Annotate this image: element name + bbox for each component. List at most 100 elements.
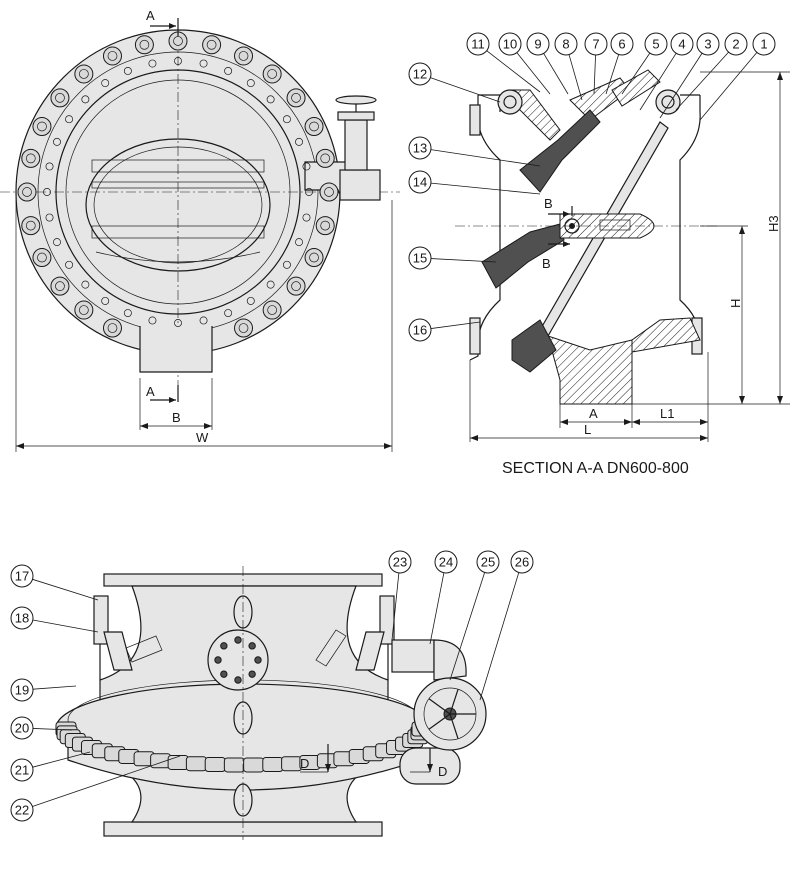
callout-2: 2	[675, 32, 748, 111]
flange-hole	[302, 162, 311, 171]
flange-hole	[148, 59, 157, 68]
flange-hole	[246, 79, 255, 88]
flange-hole	[174, 319, 182, 327]
section-dim-b-top: B	[544, 196, 553, 211]
flange-hole	[81, 95, 90, 104]
flange-bolt	[319, 182, 339, 202]
callout-number: 15	[413, 251, 427, 266]
section-dim-h: H	[728, 299, 743, 308]
callout-number: 21	[15, 763, 29, 778]
flange-hole	[305, 188, 313, 196]
section-view: B B H3 H A L1 L SECTION A-A DN600-800	[455, 69, 790, 477]
flange-hole	[295, 137, 303, 146]
flange-holes	[43, 57, 313, 327]
lifting-lug-right	[655, 89, 681, 115]
callout-26: 26	[479, 550, 534, 701]
cover-bolt	[185, 756, 207, 772]
flange-bolt	[21, 148, 41, 168]
flange-hole	[148, 316, 157, 325]
callout-19: 19	[10, 678, 77, 702]
flange-bolt	[102, 46, 122, 66]
callout-number: 24	[439, 555, 453, 570]
flange-hole	[45, 213, 54, 222]
callout-5: 5	[621, 32, 668, 95]
flange-bolt	[315, 216, 335, 236]
body-section-lower	[547, 335, 633, 405]
flange-bolt	[304, 116, 324, 136]
flange-hole	[101, 79, 110, 88]
flange-hole	[81, 280, 90, 289]
flange-bolt	[202, 35, 222, 55]
flange-bolt	[304, 248, 324, 268]
front-dim-w: W	[196, 430, 209, 445]
cover-bolts	[55, 721, 433, 773]
callout-6: 6	[605, 32, 634, 95]
flange-bolt	[32, 116, 52, 136]
counterweight-lower	[481, 223, 565, 289]
callout-15: 15	[408, 246, 497, 270]
flange-hole	[43, 188, 51, 196]
flange-hole	[246, 296, 255, 305]
section-dim-b-bottom: B	[542, 256, 551, 271]
callout-17: 17	[10, 564, 99, 601]
flange-hole	[65, 115, 74, 124]
callout-20: 20	[10, 716, 73, 740]
callout-number: 3	[704, 37, 711, 52]
callout-10: 10	[498, 32, 551, 95]
callout-number: 18	[15, 611, 29, 626]
flange-bolts	[17, 31, 339, 338]
flange-bolt	[134, 35, 154, 55]
flange-bolt	[286, 276, 306, 296]
front-dim-a-bottom: A	[146, 384, 155, 399]
callout-number: 13	[413, 141, 427, 156]
section-dim-a: A	[589, 406, 598, 421]
flange-bolt	[32, 248, 52, 268]
callout-number: 17	[15, 569, 29, 584]
callout-number: 19	[15, 683, 29, 698]
flange-bolt	[315, 148, 335, 168]
flange-bolt	[50, 276, 70, 296]
cover-bolt	[204, 757, 226, 773]
flange-hole	[224, 67, 233, 75]
flange-hole	[174, 57, 182, 65]
section-caption: SECTION A-A DN600-800	[502, 460, 689, 477]
flange-hole	[65, 260, 74, 269]
flange-hole	[101, 296, 110, 305]
valve-base	[139, 326, 213, 373]
flange-hole	[282, 260, 291, 269]
callout-13: 13	[408, 136, 541, 167]
valve-bore	[85, 138, 271, 272]
flange-hole	[302, 213, 311, 222]
section-dim-l1: L1	[660, 406, 674, 421]
flange-bolt	[262, 300, 282, 320]
front-dim-b: B	[172, 410, 181, 425]
flange-hole	[45, 162, 54, 171]
flange-bolt	[74, 64, 94, 84]
callout-21: 21	[10, 751, 91, 782]
flange-hole	[53, 238, 61, 247]
callout-1: 1	[699, 32, 776, 121]
bottom-view: D D	[55, 566, 487, 840]
flange-hole	[199, 59, 208, 68]
counterweight-top	[519, 109, 601, 193]
flange-bolt	[102, 318, 122, 338]
flange-hole	[266, 95, 275, 104]
flange-hole	[53, 137, 61, 146]
callout-3: 3	[659, 32, 720, 119]
front-view: A A B W	[0, 8, 400, 452]
callout-8: 8	[554, 32, 583, 101]
flange-hole	[266, 280, 275, 289]
flange-bolt	[262, 64, 282, 84]
callout-number: 8	[562, 37, 569, 52]
flange-bolt	[21, 216, 41, 236]
callout-number: 11	[471, 37, 485, 52]
callout-24: 24	[429, 550, 458, 645]
flange-bolt	[234, 46, 254, 66]
callout-number: 23	[393, 555, 407, 570]
cover-bolt	[167, 754, 189, 770]
callout-number: 10	[503, 37, 517, 52]
flange-hole	[224, 309, 233, 317]
flange-hole	[123, 67, 132, 75]
